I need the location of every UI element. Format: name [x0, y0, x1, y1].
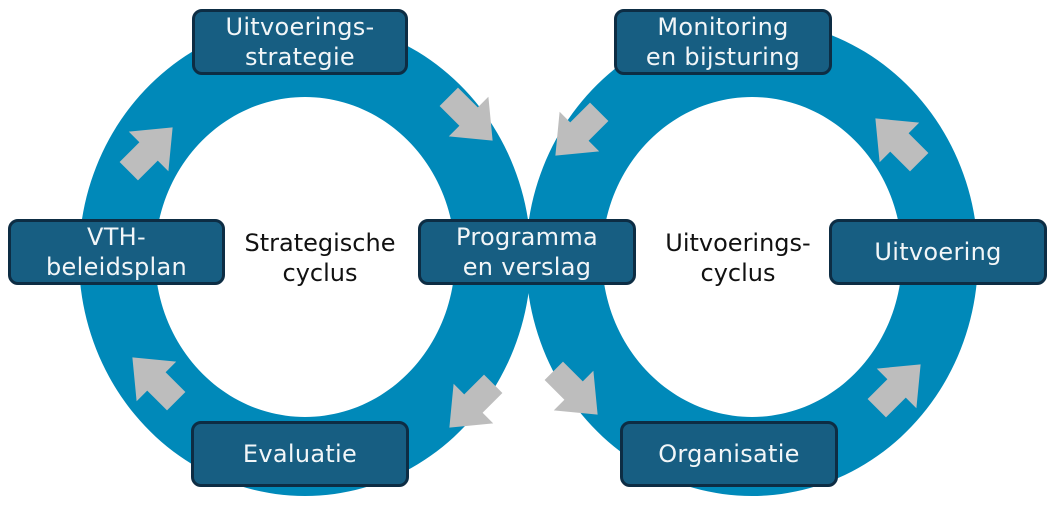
- label-line: cyclus: [700, 259, 776, 287]
- node-text-line: strategie: [244, 43, 356, 71]
- strategic-cycle-label: Strategische cyclus: [230, 228, 410, 288]
- node-evaluatie[interactable]: Evaluatie: [191, 421, 409, 487]
- execution-cycle-ring: [525, 20, 978, 497]
- node-text-line: VTH-: [87, 223, 146, 251]
- node-programma-en-verslag[interactable]: Programma en verslag: [418, 219, 636, 285]
- arrow-down-left-icon: [449, 374, 503, 428]
- arrow-up-right-icon: [119, 127, 173, 181]
- node-uitvoeringsstrategie[interactable]: Uitvoerings- strategie: [192, 9, 408, 75]
- node-text-line: Monitoring: [657, 13, 789, 41]
- arrow-up-right-icon: [867, 364, 921, 418]
- node-text-line: Uitvoering: [874, 238, 1002, 266]
- node-uitvoering[interactable]: Uitvoering: [829, 219, 1047, 285]
- node-organisatie[interactable]: Organisatie: [620, 421, 838, 487]
- label-line: Strategische: [244, 229, 396, 257]
- node-text-line: Uitvoerings-: [225, 13, 375, 41]
- node-text-line: Programma: [455, 223, 599, 251]
- node-vth-beleidsplan[interactable]: VTH- beleidsplan: [8, 219, 225, 285]
- label-line: cyclus: [282, 259, 358, 287]
- arrow-up-left-icon: [132, 357, 186, 411]
- execution-cycle-label: Uitvoerings- cyclus: [648, 228, 828, 288]
- arrow-up-left-icon: [875, 118, 929, 172]
- node-text-line: Evaluatie: [242, 440, 358, 468]
- arrow-down-right-icon: [544, 361, 598, 415]
- label-line: Uitvoerings-: [665, 229, 811, 257]
- node-text-line: Organisatie: [658, 440, 800, 468]
- node-text-line: en bijsturing: [645, 43, 801, 71]
- node-text-line: beleidsplan: [46, 253, 187, 281]
- arrow-down-left-icon: [555, 102, 609, 156]
- strategic-cycle-ring: [78, 20, 531, 497]
- arrow-down-right-icon: [439, 87, 493, 141]
- node-text-line: en verslag: [462, 253, 592, 281]
- node-monitoring-en-bijsturing[interactable]: Monitoring en bijsturing: [614, 9, 832, 75]
